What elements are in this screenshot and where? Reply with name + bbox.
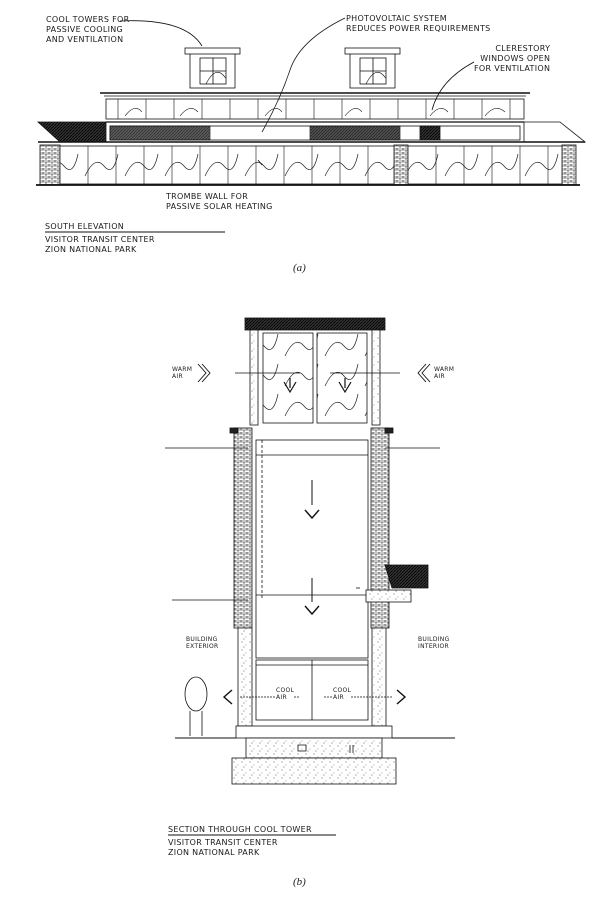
callout-clerestory: CLERESTORY WINDOWS OPEN FOR VENTILATION — [474, 44, 550, 74]
elevation-subtitle-2: ZION NATIONAL PARK — [45, 245, 137, 254]
label-line: COOL — [333, 687, 352, 694]
callout-line: AND VENTILATION — [46, 35, 124, 44]
callout-line: WINDOWS OPEN — [480, 54, 551, 63]
callout-line: PASSIVE SOLAR HEATING — [166, 202, 273, 211]
label-building-exterior: BUILDING EXTERIOR — [186, 636, 218, 650]
label-warm-air-left: WARM AIR — [172, 366, 192, 380]
label-building-interior: BUILDING INTERIOR — [418, 636, 450, 650]
callout-cool-towers: COOL TOWERS FOR PASSIVE COOLING AND VENT… — [46, 15, 129, 45]
south-elevation-drawing — [36, 17, 587, 233]
label-line: COOL — [276, 687, 295, 694]
callout-photovoltaic: PHOTOVOLTAIC SYSTEM REDUCES POWER REQUIR… — [346, 14, 491, 34]
callout-trombe-wall: TROMBE WALL FOR PASSIVE SOLAR HEATING — [166, 192, 273, 212]
callout-line: CLERESTORY — [495, 44, 551, 53]
label-cool-air-left: COOL AIR — [276, 687, 295, 701]
callout-line: FOR VENTILATION — [474, 64, 551, 73]
label-line: BUILDING — [418, 636, 450, 643]
callout-line: PHOTOVOLTAIC SYSTEM — [346, 14, 447, 23]
cool-tower-section-drawing — [165, 317, 455, 836]
label-line: WARM — [172, 366, 193, 373]
label-line: BUILDING — [186, 636, 218, 643]
elevation-title: SOUTH ELEVATION — [45, 222, 125, 231]
section-title: SECTION THROUGH COOL TOWER — [168, 825, 312, 834]
callout-line: COOL TOWERS FOR — [46, 15, 130, 24]
label-line: INTERIOR — [418, 643, 449, 650]
label-line: AIR — [276, 694, 287, 701]
label-line: AIR — [172, 373, 183, 380]
label-line: AIR — [333, 694, 344, 701]
label-line: WARM — [434, 366, 455, 373]
section-subtitle-1: VISITOR TRANSIT CENTER — [168, 838, 278, 847]
elevation-subtitle-1: VISITOR TRANSIT CENTER — [45, 235, 155, 244]
callout-line: REDUCES POWER REQUIREMENTS — [346, 24, 491, 33]
label-line: EXTERIOR — [186, 643, 219, 650]
caption-b: (b) — [293, 876, 306, 888]
callout-line: PASSIVE COOLING — [46, 25, 124, 34]
label-warm-air-right: WARM AIR — [434, 366, 454, 380]
callout-line: TROMBE WALL FOR — [166, 192, 249, 201]
label-cool-air-right: COOL AIR — [333, 687, 352, 701]
section-subtitle-2: ZION NATIONAL PARK — [168, 848, 260, 857]
caption-a: (a) — [293, 262, 306, 274]
label-line: AIR — [434, 373, 445, 380]
